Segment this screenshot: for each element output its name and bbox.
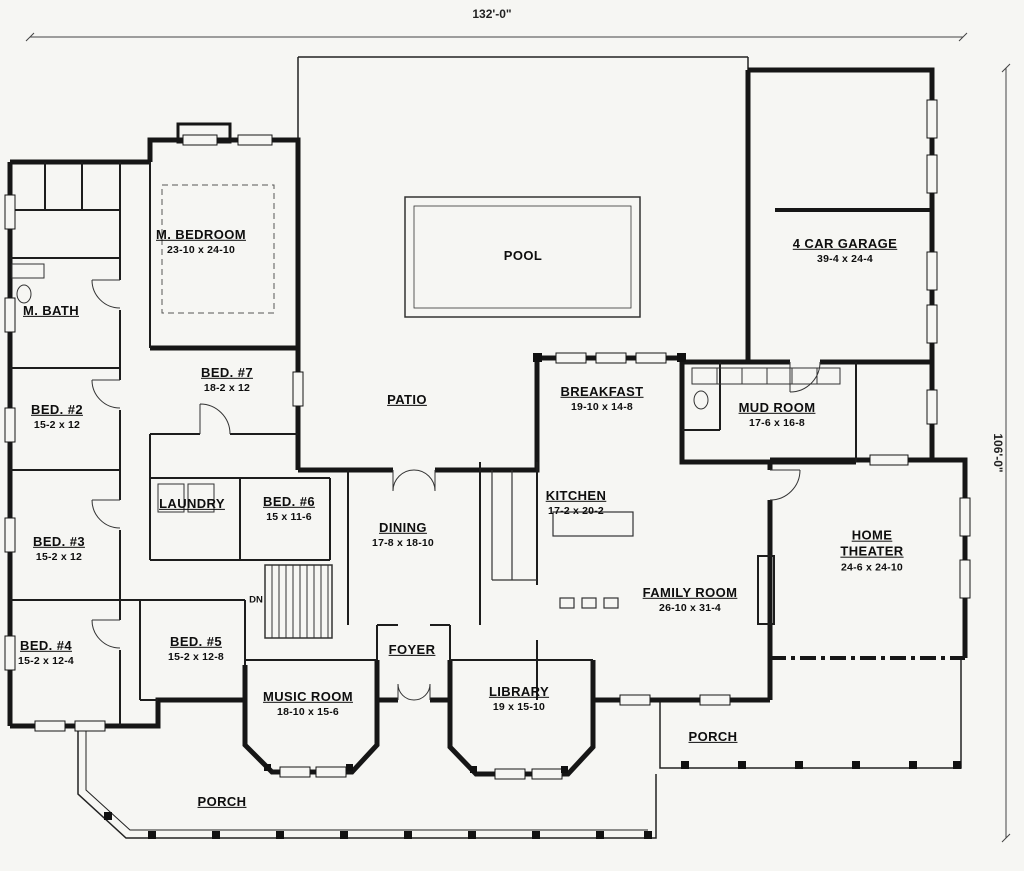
porch-outlines bbox=[77, 56, 962, 839]
room-name: BED. #4 bbox=[20, 637, 72, 653]
room-name: BED. #6 bbox=[263, 493, 315, 509]
room-dims: 24-6 x 24-10 bbox=[841, 561, 903, 574]
room-name: FOYER bbox=[388, 641, 436, 657]
room-dims: 18-2 x 12 bbox=[203, 382, 251, 395]
room-label-laundry: LAUNDRY bbox=[159, 496, 225, 512]
room-dims: 17-6 x 16-8 bbox=[749, 417, 805, 430]
room-name: PORCH bbox=[688, 728, 738, 744]
room-name: BED. #5 bbox=[170, 633, 222, 649]
tray-ceiling-dashed bbox=[161, 184, 275, 314]
room-name: BED. #2 bbox=[31, 401, 83, 417]
room-name: POOL bbox=[503, 247, 543, 263]
room-label-mud-room: MUD ROOM 17-6 x 16-8 bbox=[739, 400, 816, 430]
room-dims: 15-2 x 12-4 bbox=[18, 655, 74, 668]
overall-width-dimension: 132'-0" bbox=[472, 7, 512, 21]
room-name: MUSIC ROOM bbox=[263, 688, 353, 704]
room-dims: 19-10 x 14-8 bbox=[571, 401, 633, 414]
room-dims: 39-4 x 24-4 bbox=[817, 253, 873, 266]
room-dims: 15 x 11-6 bbox=[266, 511, 312, 524]
room-dims: 26-10 x 31-4 bbox=[659, 602, 721, 615]
stairs bbox=[264, 564, 333, 639]
room-name: PATIO bbox=[387, 391, 427, 407]
room-name: 4 CAR GARAGE bbox=[792, 235, 898, 251]
room-label-family-room: FAMILY ROOM 26-10 x 31-4 bbox=[643, 585, 738, 615]
room-name: PORCH bbox=[197, 793, 247, 809]
dimension-lines bbox=[25, 32, 1011, 843]
interior-walls bbox=[10, 162, 857, 726]
kitchen-fixtures bbox=[491, 470, 634, 609]
room-dims: 17-2 x 20-2 bbox=[548, 505, 604, 518]
room-label-bed-4: BED. #4 15-2 x 12-4 bbox=[18, 638, 74, 668]
room-label-bed-3: BED. #3 15-2 x 12 bbox=[33, 534, 85, 564]
mudroom-fixtures bbox=[691, 367, 841, 385]
stairs-down-label: DN bbox=[249, 594, 263, 606]
room-name: KITCHEN bbox=[545, 487, 607, 503]
pool-outline bbox=[404, 196, 641, 318]
room-label-m-bath: M. BATH bbox=[23, 303, 79, 319]
room-name: LAUNDRY bbox=[159, 495, 225, 511]
room-label-bed-5: BED. #5 15-2 x 12-8 bbox=[168, 634, 224, 664]
bath-fixtures bbox=[11, 263, 709, 410]
room-name: FAMILY ROOM bbox=[642, 584, 738, 600]
room-dims: 15-2 x 12-8 bbox=[168, 651, 224, 664]
room-dims: 18-10 x 15-6 bbox=[277, 706, 339, 719]
room-label-bed-7: BED. #7 18-2 x 12 bbox=[201, 365, 253, 395]
porch-posts bbox=[104, 353, 961, 839]
room-name: BED. #7 bbox=[201, 364, 253, 380]
exterior-walls bbox=[7, 67, 968, 777]
room-label-music-room: MUSIC ROOM 18-10 x 15-6 bbox=[263, 689, 353, 719]
room-name: M. BATH bbox=[23, 302, 79, 318]
room-name: BREAKFAST bbox=[560, 383, 644, 399]
windows bbox=[4, 99, 971, 780]
room-label-porch-front: PORCH bbox=[198, 794, 247, 810]
room-label-library: LIBRARY 19 x 15-10 bbox=[489, 684, 549, 714]
room-label-garage: 4 CAR GARAGE 39-4 x 24-4 bbox=[793, 236, 897, 266]
fireplace bbox=[757, 555, 775, 625]
room-label-patio: PATIO bbox=[387, 392, 427, 408]
laundry-fixtures bbox=[157, 483, 215, 513]
room-dims: 15-2 x 12 bbox=[35, 551, 83, 564]
room-dims: 19 x 15-10 bbox=[492, 701, 546, 714]
room-dims: 15-2 x 12 bbox=[33, 419, 81, 432]
room-name: MUD ROOM bbox=[738, 399, 816, 415]
room-label-dining: DINING 17-8 x 18-10 bbox=[372, 520, 434, 550]
room-name: LIBRARY bbox=[488, 683, 550, 699]
room-label-porch-right: PORCH bbox=[689, 729, 738, 745]
room-dims: 17-8 x 18-10 bbox=[372, 537, 434, 550]
room-label-breakfast: BREAKFAST 19-10 x 14-8 bbox=[560, 384, 643, 414]
room-dims: 23-10 x 24-10 bbox=[167, 244, 235, 257]
room-name: M. BEDROOM bbox=[156, 226, 246, 242]
room-label-bed-2: BED. #2 15-2 x 12 bbox=[31, 402, 83, 432]
room-label-home-theater: HOME THEATER 24-6 x 24-10 bbox=[828, 528, 916, 575]
room-name: HOME THEATER bbox=[840, 527, 904, 559]
overall-height-dimension: 106'-0" bbox=[991, 433, 1005, 473]
room-label-pool: POOL bbox=[504, 248, 542, 264]
room-name: BED. #3 bbox=[33, 533, 85, 549]
room-label-foyer: FOYER bbox=[389, 642, 436, 658]
room-name: DINING bbox=[379, 519, 427, 535]
room-label-m-bedroom: M. BEDROOM 23-10 x 24-10 bbox=[156, 227, 246, 257]
door-swings bbox=[91, 279, 821, 701]
room-label-kitchen: KITCHEN 17-2 x 20-2 bbox=[546, 488, 607, 518]
room-label-bed-6: BED. #6 15 x 11-6 bbox=[263, 494, 315, 524]
